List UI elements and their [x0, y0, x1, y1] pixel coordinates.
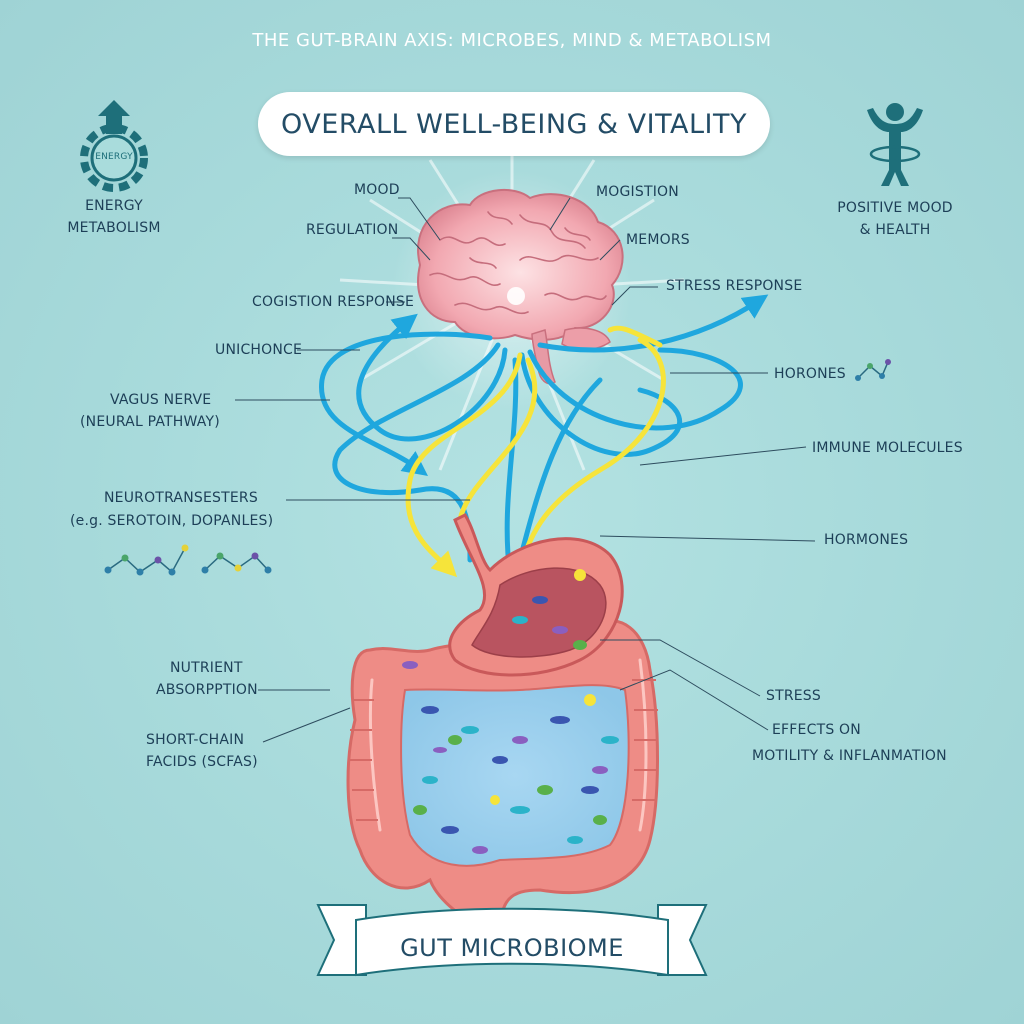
label-vagus-nerve: VAGUS NERVE — [110, 392, 212, 408]
positive-label-line1: POSITIVE MOOD — [837, 200, 953, 216]
label-absorption: ABSORPPTION — [156, 682, 258, 698]
positive-label-line2: & HEALTH — [859, 222, 931, 238]
label-scfas: FACIDS (SCFAS) — [146, 754, 258, 770]
label-neurotransmitter-examples: (e.g. SEROTOIN, DOPANLES) — [70, 513, 274, 529]
leader-lines — [235, 197, 816, 743]
infographic-title: THE GUT-BRAIN AXIS: MICROBES, MIND & MET… — [252, 30, 772, 51]
label-hormones: HORMONES — [824, 532, 909, 548]
energy-badge-text: ENERGY — [95, 152, 133, 162]
wellbeing-banner: OVERALL WELL-BEING & VITALITY — [258, 92, 770, 156]
label-immune-molecules: IMMUNE MOLECULES — [812, 440, 963, 456]
label-cogistion-response: COGISTION RESPONSE — [252, 294, 415, 310]
gut-microbiome-label: GUT MICROBIOME — [400, 934, 624, 962]
happy-person-icon — [867, 103, 923, 186]
label-regulation: REGULATION — [306, 222, 399, 238]
wellbeing-banner-text: OVERALL WELL-BEING & VITALITY — [281, 108, 747, 140]
label-stress: STRESS — [766, 688, 821, 704]
hormone-pathways — [405, 325, 666, 580]
label-effects-on: EFFECTS ON — [772, 722, 861, 738]
intestine-illustration — [346, 513, 659, 937]
energy-gear-icon — [80, 100, 148, 192]
label-mogistion: MOGISTION — [596, 184, 679, 200]
brain-illustration — [417, 188, 624, 385]
label-nutrient: NUTRIENT — [170, 660, 243, 676]
label-memors: MEMORS — [626, 232, 690, 248]
label-short-chain: SHORT-CHAIN — [146, 732, 245, 748]
label-stress-response: STRESS RESPONSE — [666, 278, 803, 294]
energy-label-line1: ENERGY — [85, 198, 143, 214]
label-motility-inflammation: MOTILITY & INFLANMATION — [752, 748, 947, 764]
molecule-atoms — [104, 359, 891, 576]
label-neurotransmitters: NEUROTRANSESTERS — [104, 490, 258, 506]
label-neural-pathway: (NEURAL PATHWAY) — [80, 414, 220, 430]
ribbon-banner — [316, 904, 708, 977]
microbes — [402, 569, 619, 854]
label-mood: MOOD — [354, 182, 400, 198]
label-unichonce: UNICHONCE — [215, 342, 303, 358]
label-horones: HORONES — [774, 366, 846, 382]
energy-label-line2: METABOLISM — [67, 220, 161, 236]
